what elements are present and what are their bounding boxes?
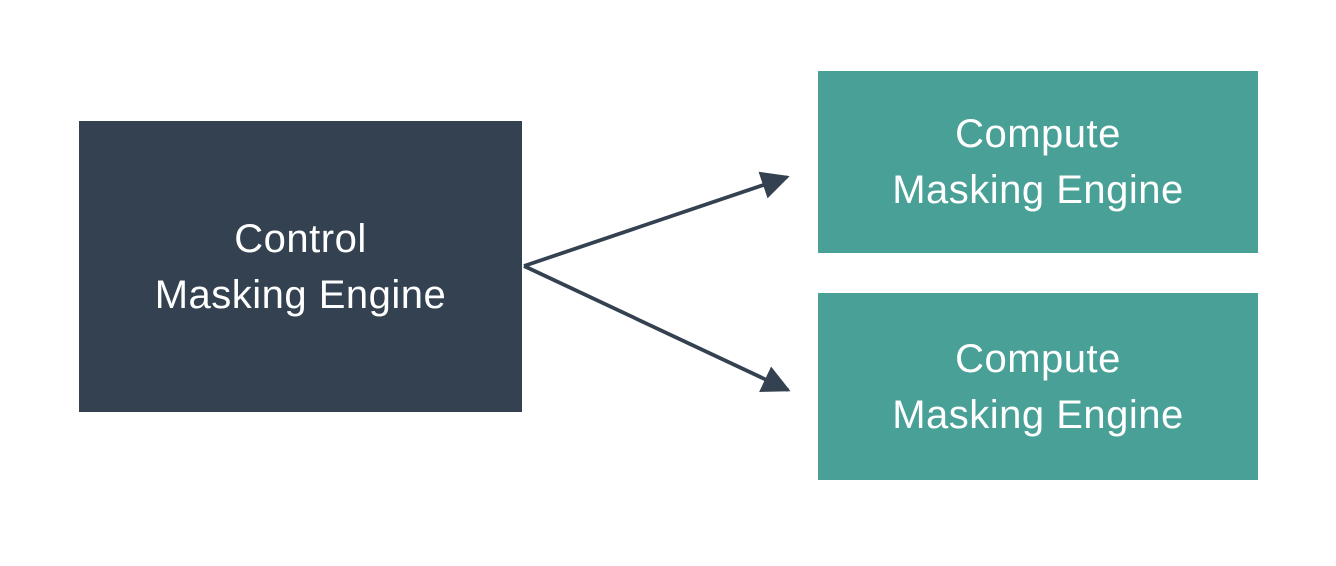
node-label: Compute Masking Engine <box>892 331 1184 443</box>
edge-control-to-compute-1 <box>523 171 790 268</box>
node-label-line-2: Masking Engine <box>154 272 447 317</box>
edge-control-to-compute-2 <box>523 264 791 392</box>
node-label-line-1: Control <box>234 216 367 261</box>
node-label-line-1: Compute <box>955 336 1121 381</box>
node-control-masking-engine: Control Masking Engine <box>79 121 522 412</box>
node-label: Compute Masking Engine <box>892 106 1184 218</box>
node-label-line-2: Masking Engine <box>892 168 1184 212</box>
node-compute-masking-engine-1: Compute Masking Engine <box>818 71 1258 253</box>
node-label-line-2: Masking Engine <box>892 392 1184 437</box>
node-compute-masking-engine-2: Compute Masking Engine <box>818 293 1258 480</box>
node-label-line-1: Compute <box>955 112 1121 156</box>
node-label: Control Masking Engine <box>155 211 447 323</box>
